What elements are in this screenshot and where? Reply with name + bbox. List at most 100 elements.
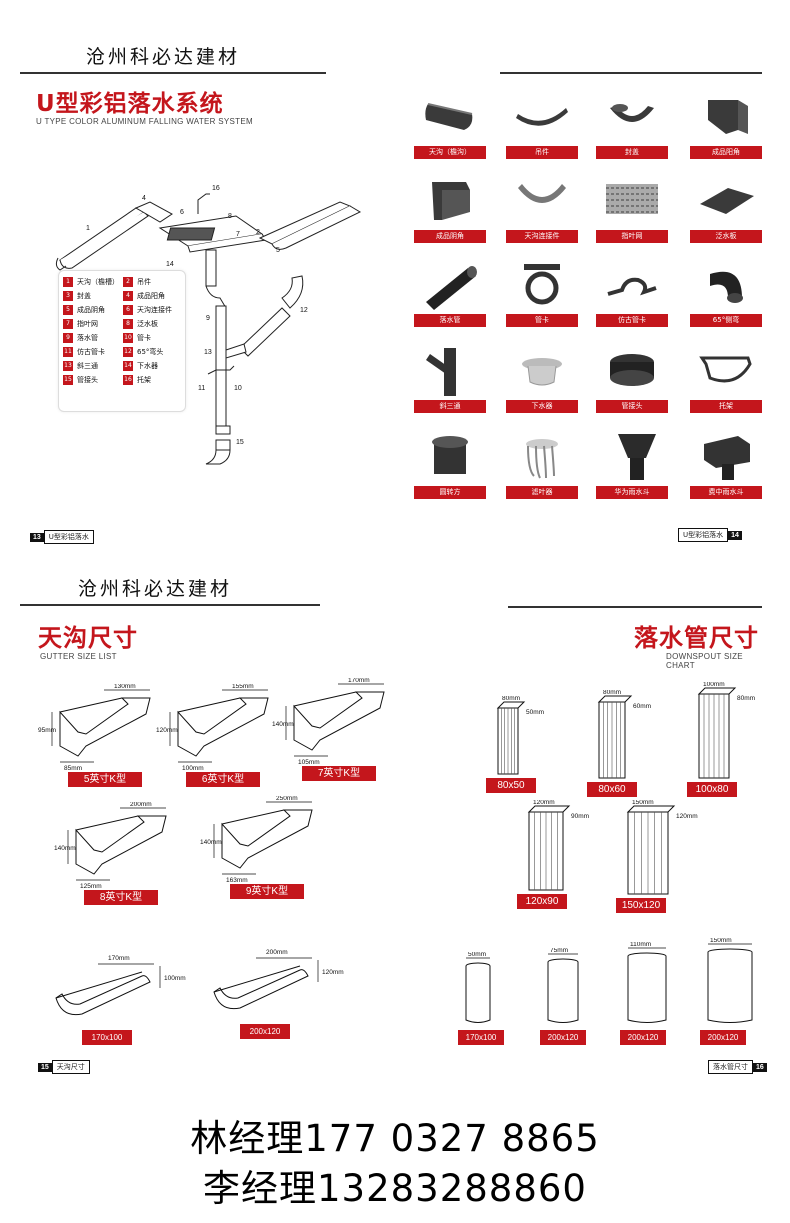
legend-item: 4 成品阳角	[123, 291, 181, 301]
outer-corner-icon	[708, 100, 748, 134]
dimension-label: 200mm	[266, 949, 288, 956]
dimension-label: 75mm	[550, 948, 568, 954]
round-to-square-icon	[432, 436, 468, 474]
callout-5: 5	[276, 247, 280, 254]
part-card: 落水管	[414, 258, 486, 336]
legend-label: 吊件	[137, 278, 151, 286]
legend-number: 6	[123, 305, 133, 315]
antique-clamp-icon	[607, 277, 657, 296]
size-tag: 80x50	[486, 778, 536, 793]
legend-label: 管卡	[137, 334, 151, 342]
brand-rule	[20, 72, 326, 74]
dimension-label: 150mm	[632, 800, 654, 806]
legend-number: 15	[63, 375, 73, 385]
legend-number: 4	[123, 291, 133, 301]
legend-number: 8	[123, 319, 133, 329]
dimension-label: 150mm	[710, 938, 732, 944]
round-downspout-drawing: 110mm	[627, 941, 667, 1023]
dimension-label: 140mm	[54, 845, 76, 852]
legend-number: 5	[63, 305, 73, 315]
page-footer: 15 天沟尺寸	[38, 1060, 90, 1074]
flashing-icon	[700, 188, 754, 214]
size-tag: 200x120	[240, 1024, 290, 1039]
page-number: 14	[728, 530, 742, 540]
contact-line-1: 林经理177 0327 8865	[190, 1117, 600, 1160]
dimension-label: 140mm	[272, 721, 294, 728]
part-card: 托架	[690, 344, 762, 422]
part-label: 天沟连接件	[506, 230, 578, 243]
round-downspout-drawing: 150mm	[707, 937, 753, 1023]
part-card: 管卡	[506, 258, 578, 336]
size-tag: 200x120	[540, 1030, 586, 1045]
contact-line-2: 李经理13283288860	[203, 1167, 587, 1210]
part-label: 65°侧弯	[690, 314, 762, 327]
legend-label: 天沟连接件	[137, 306, 172, 314]
size-tag: 170x100	[82, 1030, 132, 1045]
legend-label: 成品阳角	[137, 292, 165, 300]
part-label: 管接头	[596, 400, 668, 413]
legend-item: 5 成品阴角	[63, 305, 121, 315]
dimension-label: 130mm	[114, 684, 136, 690]
dimension-label: 90mm	[571, 813, 589, 820]
round-downspout-item: 75mm 200x120	[538, 947, 614, 1048]
callout-6: 6	[180, 209, 184, 216]
dimension-label: 60mm	[633, 703, 651, 710]
part-card: 成品阴角	[414, 174, 486, 252]
legend-number: 10	[123, 333, 133, 343]
size-tag: 8英寸K型	[84, 890, 158, 905]
part-card: 天沟（檐沟）	[414, 90, 486, 168]
legend-item: 10 管卡	[123, 333, 181, 343]
callout-1: 1	[86, 225, 90, 232]
part-card: 费中雨水斗	[690, 430, 762, 508]
legend-label: 下水器	[137, 362, 158, 370]
brand-name: 沧州科必达建材	[78, 578, 233, 600]
page-number: 13	[30, 532, 44, 542]
legend-label: 泛水板	[137, 320, 158, 328]
dimension-label: 50mm	[526, 709, 544, 716]
legend-number: 13	[63, 361, 73, 371]
part-label: 成品阴角	[414, 230, 486, 243]
elbow-icon	[710, 271, 743, 303]
end-cap-icon	[610, 104, 654, 122]
size-tag: 150x120	[616, 898, 666, 913]
callout-8: 8	[228, 213, 232, 220]
callout-2: 2	[256, 229, 260, 236]
part-label: 斜三通	[414, 400, 486, 413]
legend-label: 65°弯头	[137, 348, 164, 356]
part-card: 成品阳角	[690, 90, 762, 168]
round-downspout-drawing: 75mm	[547, 947, 579, 1023]
part-label: 下水器	[506, 400, 578, 413]
part-label: 吊件	[506, 146, 578, 159]
part-label: 圆转方	[414, 486, 486, 499]
dimension-label: 80mm	[737, 695, 755, 702]
legend-label: 斜三通	[77, 362, 98, 370]
part-card: 指叶网	[596, 174, 668, 252]
part-label: 仿古管卡	[596, 314, 668, 327]
part-card: 吊件	[506, 90, 578, 168]
gutter-connector-icon	[518, 184, 566, 203]
callout-7: 7	[236, 231, 240, 238]
footer-label: U型彩铝落水	[678, 528, 729, 542]
page-number: 16	[753, 1062, 767, 1072]
callout-15: 15	[236, 439, 244, 446]
part-card: 天沟连接件	[506, 174, 578, 252]
legend-label: 成品阴角	[77, 306, 105, 314]
legend-number: 7	[63, 319, 73, 329]
